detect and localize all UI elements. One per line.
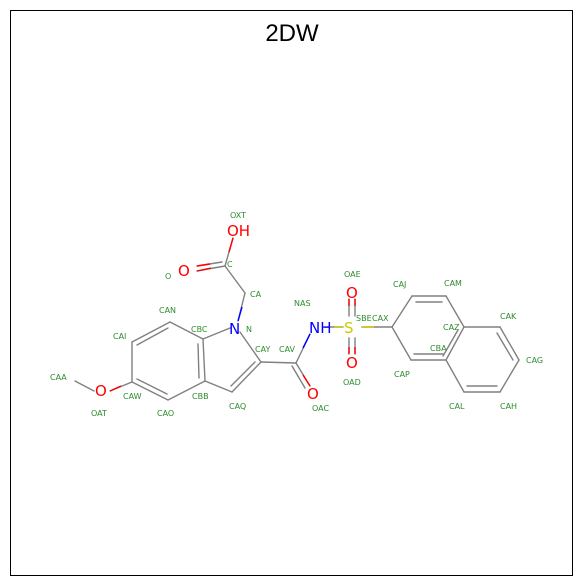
element-s: S bbox=[344, 319, 354, 337]
atom-label-caw: CAW bbox=[123, 392, 142, 401]
atom-label-oae: OAE bbox=[344, 270, 361, 279]
bond-cay-caq bbox=[231, 361, 262, 393]
bond-cak-cag bbox=[499, 326, 520, 361]
atom-label-caj: CAJ bbox=[393, 280, 406, 289]
atom-label-caa: CAA bbox=[50, 373, 67, 382]
bond-segment-blue-nh bbox=[302, 333, 311, 349]
bonds bbox=[74, 237, 520, 401]
element-nh: NH bbox=[309, 319, 332, 337]
bond-segment-blue-n bbox=[237, 306, 243, 322]
bond-cbc-n bbox=[202, 327, 231, 340]
atom-label-cav: CAV bbox=[279, 345, 296, 354]
atom-label-oxt: OXT bbox=[230, 211, 246, 220]
bond-cam-caz bbox=[445, 295, 465, 328]
bond-cbb-cbc bbox=[202, 338, 206, 382]
element-oh: OH bbox=[227, 222, 250, 240]
bond-cay-cav bbox=[260, 361, 297, 364]
bond-segment-red-o bbox=[196, 267, 212, 272]
atom-label-oat: OAT bbox=[91, 409, 107, 418]
bond-segment-red-oh bbox=[228, 237, 234, 253]
bond-n-cay bbox=[239, 331, 262, 363]
bond-cbc-can bbox=[169, 321, 204, 340]
atom-label-cah: CAH bbox=[500, 402, 517, 411]
bond-oat-caa bbox=[74, 380, 95, 392]
molecule-title: 2DW bbox=[265, 20, 319, 47]
atom-label-cbb: CBB bbox=[192, 392, 209, 401]
bond-caz-cba bbox=[445, 326, 465, 361]
atom-labels: OXT O C CA NAS OAE SBE CAX N CAN CAI CBC… bbox=[50, 211, 543, 418]
element-o-amide: O bbox=[307, 385, 319, 403]
atom-label-cap: CAP bbox=[394, 370, 410, 379]
element-o-methoxy: O bbox=[95, 382, 107, 400]
bond-segment-red-oac bbox=[302, 374, 311, 387]
atom-label-o: O bbox=[165, 272, 171, 281]
atom-label-sbe: SBE bbox=[356, 314, 372, 323]
atom-label-cag: CAG bbox=[526, 356, 543, 365]
atom-label-nas: NAS bbox=[294, 299, 311, 308]
atom-label-oac: OAC bbox=[312, 404, 329, 413]
atom-label-oad: OAD bbox=[343, 378, 361, 387]
bond-cbc-cbb-inner bbox=[197, 343, 200, 379]
atom-label-can: CAN bbox=[159, 306, 176, 315]
bond-cao-cbb bbox=[167, 380, 206, 401]
bond-can-cai-double bbox=[136, 327, 169, 346]
atom-label-caq: CAQ bbox=[229, 402, 246, 411]
element-o-sulfonyl-bottom: O bbox=[346, 354, 358, 372]
atom-label-cao: CAO bbox=[157, 409, 174, 418]
atom-label-cax: CAX bbox=[372, 314, 389, 323]
figure-frame bbox=[10, 10, 573, 576]
bond-segment-red-o2 bbox=[196, 263, 211, 267]
atom-label-cai: CAI bbox=[113, 332, 126, 341]
element-o-sulfonyl-top: O bbox=[346, 284, 358, 302]
element-symbols: OH O N NH S O O O O bbox=[95, 222, 358, 403]
bond-segment-red-oat bbox=[109, 385, 122, 392]
bond-caw-cao bbox=[131, 381, 169, 401]
atom-label-c: C bbox=[227, 260, 233, 269]
bond-cax-caj bbox=[391, 295, 413, 328]
atom-label-cay: CAY bbox=[255, 345, 270, 354]
bond-cal-cba bbox=[445, 359, 465, 393]
atom-label-cam: CAM bbox=[444, 279, 462, 288]
bond-cay-caq-double bbox=[230, 361, 256, 387]
atom-label-caz: CAZ bbox=[443, 323, 460, 332]
hetero-bond-segments bbox=[109, 237, 374, 392]
atom-label-ca: CA bbox=[250, 290, 262, 299]
atom-label-cba: CBA bbox=[430, 344, 447, 353]
atom-label-n: N bbox=[246, 325, 252, 334]
bond-cap-cax bbox=[391, 326, 412, 361]
bond-cav-oac-double bbox=[291, 365, 306, 389]
bond-cag-cah bbox=[499, 359, 520, 393]
bond-caw-cao-double bbox=[136, 378, 168, 395]
element-n-ring: N bbox=[229, 320, 240, 338]
bond-cak-cag-double bbox=[496, 332, 514, 361]
atom-label-cal: CAL bbox=[449, 402, 465, 411]
atom-label-cbc: CBC bbox=[191, 325, 208, 334]
bond-c-ca bbox=[224, 265, 246, 294]
bond-can-cai bbox=[131, 321, 171, 343]
element-o-acid: O bbox=[178, 262, 190, 280]
bond-caq-cbb bbox=[204, 380, 233, 393]
bond-caz-cba-inner bbox=[442, 329, 459, 357]
atom-label-cak: CAK bbox=[500, 312, 517, 321]
